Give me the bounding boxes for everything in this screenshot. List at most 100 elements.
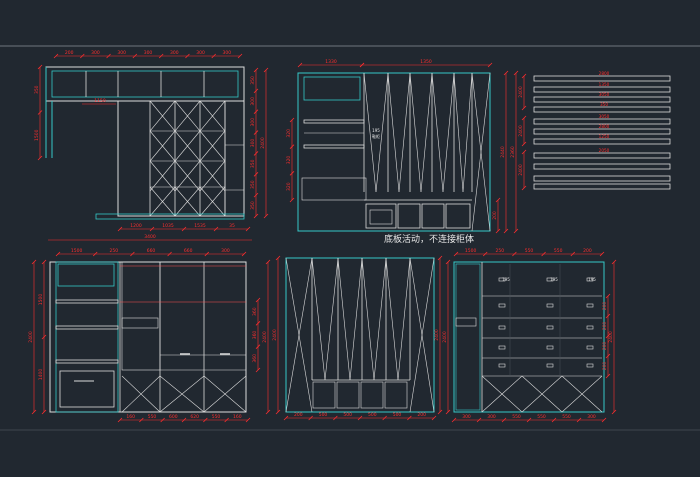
drawer-handle — [546, 277, 554, 282]
drawer-front — [384, 381, 408, 409]
drawer-handle — [586, 363, 594, 368]
dimension-label: 1500 — [465, 248, 477, 254]
dimension-label: 1500 — [71, 248, 83, 254]
dimension-label: 550 — [512, 414, 521, 420]
dimension-label: 600 — [169, 414, 178, 420]
dimension-label: 35 — [229, 223, 235, 229]
dimension-tick — [255, 297, 261, 303]
dimension-label: 2800 — [599, 124, 610, 129]
dimension-label: 160 — [233, 414, 242, 420]
panel-strip — [533, 106, 671, 113]
door-swing-line — [471, 72, 491, 232]
drawer — [445, 203, 471, 229]
dimension-tick — [526, 417, 532, 423]
dimension-label: 1150 — [94, 98, 106, 104]
dimension-tick — [41, 259, 47, 265]
drawer-handle — [546, 363, 554, 368]
dimension-tick — [167, 251, 172, 257]
dimension-tick — [521, 115, 527, 121]
door-swing-line — [174, 100, 201, 132]
door-swing-line — [420, 72, 433, 193]
door-swing-line — [409, 257, 435, 413]
drawer-labels — [301, 177, 367, 201]
dimension-tick — [297, 62, 303, 68]
upper-cabinet-inner — [51, 70, 239, 98]
dimension-tick — [487, 62, 493, 68]
dimension-label: 3050 — [599, 114, 610, 119]
dimension-tick — [333, 415, 338, 421]
drawer-handle — [498, 325, 506, 330]
door-swing-line — [409, 72, 422, 193]
door-swing-line — [199, 160, 226, 192]
door-swing-line — [159, 375, 205, 413]
upper-cabinet — [45, 66, 245, 102]
dimension-tick — [241, 251, 247, 257]
dimension-tick — [253, 88, 259, 94]
shelf-board — [303, 119, 365, 124]
dimension-tick — [213, 226, 219, 232]
dimension-tick — [357, 415, 363, 421]
cabinet-elevation-e — [453, 261, 605, 413]
dimension-tick — [521, 141, 527, 147]
door-swing-line — [311, 257, 326, 381]
dimension-tick — [265, 409, 271, 415]
dimension-tick — [37, 110, 43, 115]
dimension-label: 200 — [417, 412, 426, 418]
dimension-label: 500 — [319, 412, 328, 418]
dimension-tick — [501, 417, 507, 423]
dimension-label: 660 — [147, 248, 156, 254]
dimension-tick — [275, 409, 281, 415]
drawer-handle — [546, 325, 554, 330]
door-group — [149, 100, 226, 217]
dimension-tick — [160, 417, 165, 423]
door-swing-line — [462, 72, 473, 193]
dimension-label: 2400 — [608, 331, 614, 343]
hang-mark: 195 — [588, 277, 596, 282]
dimension-tick — [605, 353, 611, 359]
dimension-label: 2400 — [260, 137, 266, 149]
dimension-tick — [445, 409, 451, 415]
drawer-front — [360, 381, 384, 409]
door-swing-line — [174, 186, 201, 217]
dimension-label: 1200 — [130, 223, 142, 229]
door-swing-line — [337, 257, 351, 381]
dimension-label: 2050 — [599, 148, 610, 153]
dimension-tick — [521, 149, 527, 155]
dimension-tick — [253, 109, 259, 114]
dimension-label: 200 — [602, 342, 608, 351]
dimension-label: 200 — [602, 302, 608, 311]
dimension-label: 320 — [286, 129, 292, 138]
door-swing-line — [481, 375, 523, 413]
dimension-label: 1500 — [34, 129, 40, 141]
dimension-tick — [599, 251, 605, 257]
drawer-handle — [586, 277, 594, 282]
dimension-tick — [106, 53, 111, 59]
dimension-tick — [31, 409, 37, 415]
dimension-label: 350 — [250, 159, 256, 168]
dimension-label: 200 — [492, 211, 498, 220]
dimension-tick — [41, 409, 47, 415]
side-unit — [55, 261, 119, 413]
dimension-label: 350 — [250, 76, 256, 85]
dimension-label: 200 — [602, 362, 608, 371]
dimension-tick — [437, 255, 443, 261]
boot-note: 鞋柜 — [372, 133, 380, 139]
dimension-label: 350 — [250, 180, 256, 189]
dimension-label: 300 — [250, 97, 256, 106]
dimension-tick — [130, 251, 135, 257]
dimension-label: 660 — [184, 248, 193, 254]
dimension-tick — [253, 130, 259, 135]
overall-dimension-label: 3400 — [144, 234, 156, 240]
dimension-tick — [431, 415, 437, 421]
dimension-label: 300 — [250, 139, 256, 148]
door-swing-line — [361, 257, 375, 381]
dimension-label: 550 — [212, 414, 221, 420]
dimension-label: 2800 — [599, 71, 610, 76]
drawer — [421, 203, 445, 229]
dimension-label: 500 — [393, 412, 402, 418]
panel-strip — [533, 96, 671, 103]
dimension-label: 300 — [196, 50, 205, 56]
panel-strip — [533, 138, 671, 145]
dimension-tick — [605, 313, 611, 319]
dimension-tick — [92, 251, 98, 257]
